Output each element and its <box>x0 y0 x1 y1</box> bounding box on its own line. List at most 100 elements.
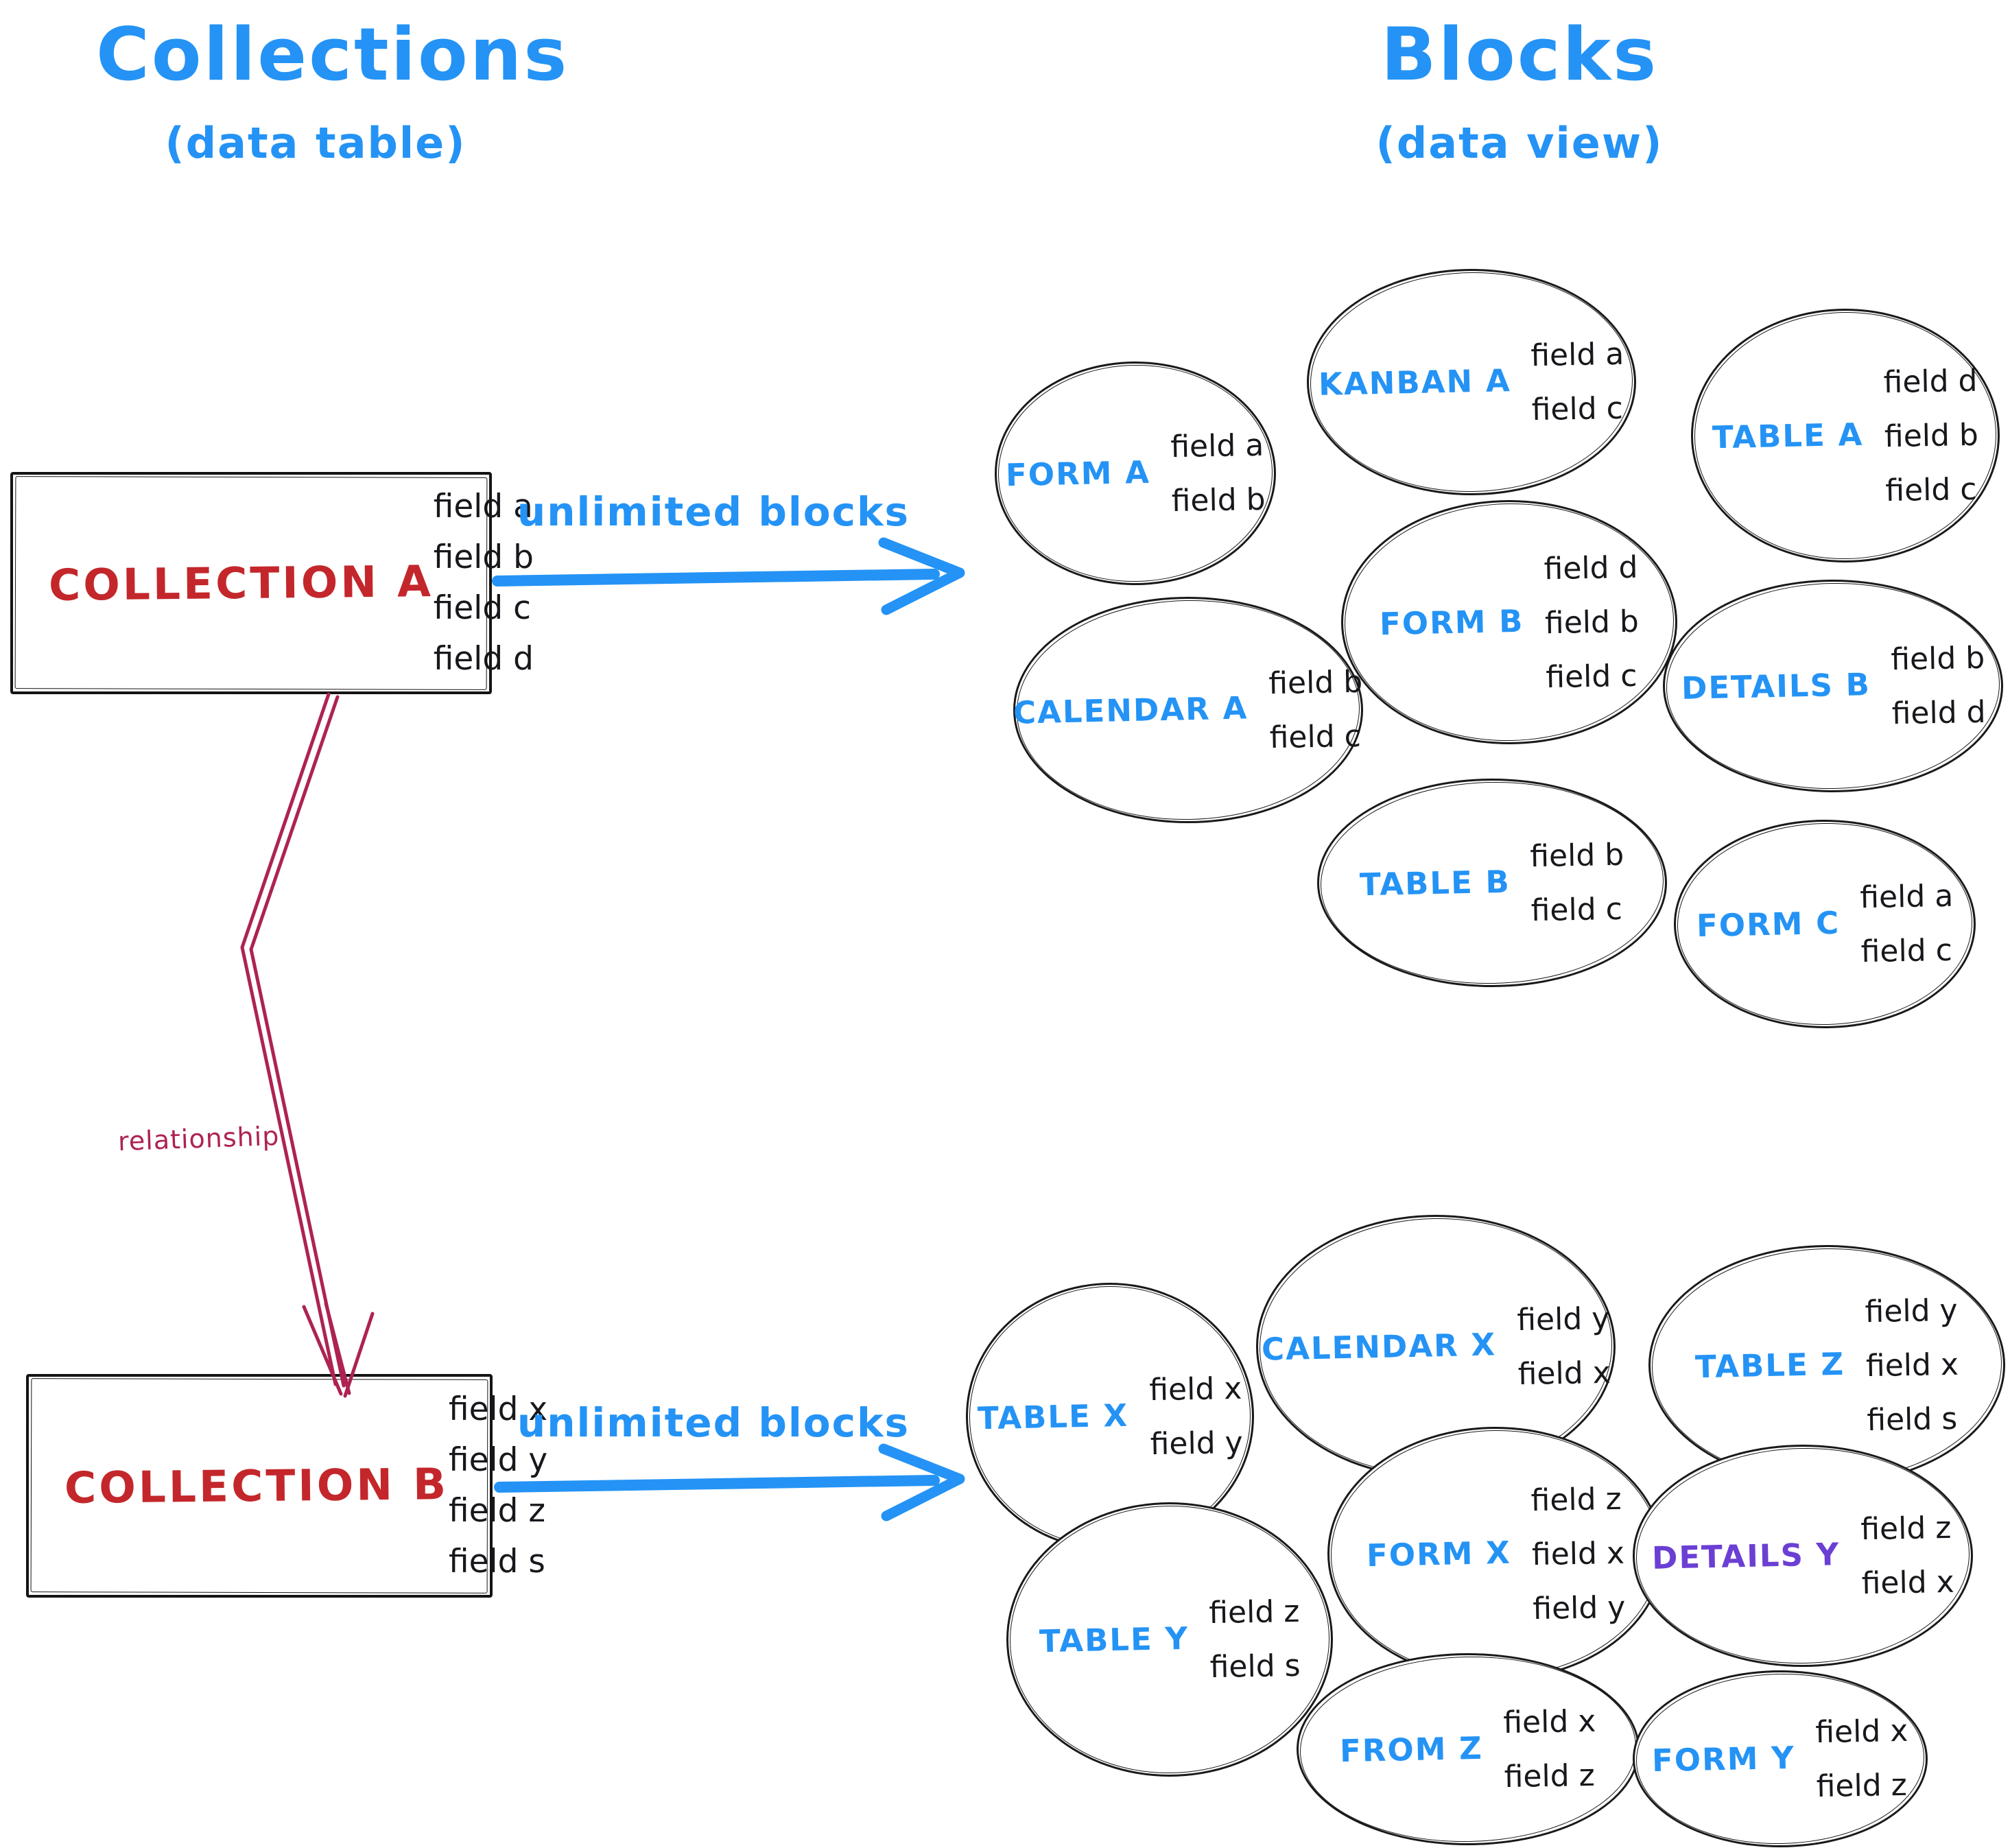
block-label: KANBAN A <box>1318 362 1511 403</box>
unlimited-blocks-arrow-top <box>492 537 965 615</box>
block-label: DETAILS Y <box>1651 1535 1841 1576</box>
block-fields: field y field x <box>1516 1292 1611 1401</box>
block-field: field x <box>1865 1347 1959 1384</box>
block-field: field s <box>1209 1648 1301 1685</box>
block-ellipse-form-c: FORM C field a field c <box>1674 820 1976 1028</box>
block-field: field c <box>1884 471 1977 508</box>
block-field: field x <box>1531 1535 1625 1572</box>
block-field: field c <box>1860 932 1952 970</box>
block-fields: field b field c <box>1268 655 1364 765</box>
block-field: field z <box>1504 1757 1596 1795</box>
block-ellipse-kanban-a: KANBAN A field a field c <box>1307 269 1636 495</box>
block-field: field d <box>1882 363 1978 400</box>
block-field: field x <box>1502 1703 1596 1741</box>
block-field: field b <box>1890 640 1985 678</box>
block-ellipse-form-b: FORM B field d field b field c <box>1341 500 1677 744</box>
block-ellipse-calendar-a: CALENDAR A field b field c <box>1013 597 1363 823</box>
unlimited-blocks-arrow-bottom <box>494 1443 965 1521</box>
block-field: field a <box>1859 878 1954 916</box>
block-field: field z <box>1816 1767 1908 1805</box>
collection-b-box: COLLECTION B field x field y field z fie… <box>26 1374 547 1598</box>
collection-field: field b <box>433 538 534 576</box>
collection-a-fields: field a field b field c field d <box>434 482 534 685</box>
block-field: field c <box>1268 718 1361 756</box>
block-fields: field a field c <box>1859 869 1954 979</box>
collection-b-name: COLLECTION B <box>64 1458 449 1513</box>
collection-field: field z <box>449 1492 546 1530</box>
unlimited-blocks-label-bottom: unlimited blocks <box>517 1399 910 1446</box>
block-label: CALENDAR X <box>1261 1325 1498 1368</box>
block-fields: field x field z <box>1503 1694 1598 1804</box>
collection-field: field s <box>449 1543 545 1580</box>
block-label: TABLE Y <box>1039 1620 1190 1659</box>
block-label: TABLE B <box>1359 863 1511 903</box>
block-fields: field d field b field c <box>1883 353 1980 517</box>
block-fields: field z field x field y <box>1530 1471 1626 1635</box>
block-field: field b <box>1268 664 1363 702</box>
block-fields: field b field d <box>1890 631 1986 741</box>
collection-field: field c <box>433 589 531 627</box>
block-field: field a <box>1170 427 1264 465</box>
block-field: field c <box>1531 390 1624 428</box>
block-ellipse-details-b: DETAILS B field b field d <box>1663 580 2003 792</box>
block-label: FORM A <box>1005 453 1151 493</box>
block-field: field y <box>1532 1589 1626 1626</box>
block-fields: field z field s <box>1209 1585 1301 1694</box>
block-fields: field x field y <box>1148 1362 1243 1471</box>
block-label: CALENDAR A <box>1013 689 1249 731</box>
block-fields: field d field b field c <box>1544 540 1640 704</box>
block-fields: field b field c <box>1530 828 1626 938</box>
block-ellipse-form-a: FORM A field a field b <box>995 362 1276 585</box>
block-label: FROM Z <box>1339 1729 1484 1769</box>
block-field: field z <box>1208 1594 1300 1631</box>
block-field: field c <box>1545 658 1637 695</box>
block-field: field b <box>1884 417 1978 454</box>
block-ellipse-form-x: FORM X field z field x field y <box>1327 1427 1664 1681</box>
collection-a-box: COLLECTION A field a field b field c fie… <box>10 472 534 694</box>
block-ellipse-table-b: TABLE B field b field c <box>1317 779 1667 987</box>
block-field: field y <box>1516 1301 1610 1338</box>
collection-b-fields: field x field y field z field s <box>449 1384 547 1587</box>
block-label: TABLE Z <box>1694 1345 1846 1385</box>
block-field: field b <box>1544 604 1640 641</box>
relationship-label: relationship <box>117 1120 281 1157</box>
block-fields: field y field x field s <box>1864 1283 1959 1447</box>
block-field: field d <box>1543 549 1638 587</box>
block-field: field c <box>1530 891 1623 929</box>
collection-field: field d <box>433 640 534 678</box>
collection-field: field y <box>449 1441 548 1479</box>
blocks-title: Blocks <box>1380 12 1659 97</box>
block-field: field x <box>1860 1564 1954 1602</box>
block-field: field z <box>1860 1510 1952 1548</box>
block-ellipse-from-z: FROM Z field x field z <box>1297 1653 1640 1845</box>
collection-field: field x <box>449 1390 548 1428</box>
block-ellipse-details-y: DETAILS Y field z field x <box>1633 1445 1973 1667</box>
block-field: field z <box>1530 1481 1622 1518</box>
block-fields: field a field c <box>1530 327 1626 437</box>
block-ellipse-table-a: TABLE A field d field b field c <box>1691 309 2000 562</box>
block-field: field d <box>1891 694 1986 732</box>
block-field: field s <box>1866 1401 1958 1438</box>
block-field: field x <box>1814 1713 1908 1751</box>
collection-a-name: COLLECTION A <box>48 556 434 611</box>
block-fields: field a field b <box>1170 418 1266 528</box>
unlimited-blocks-label-top: unlimited blocks <box>517 488 910 535</box>
collection-field: field a <box>433 488 533 525</box>
block-fields: field x field z <box>1814 1704 1909 1814</box>
block-ellipse-form-y: FORM Y field x field z <box>1633 1670 1928 1847</box>
block-ellipse-table-y: TABLE Y field z field s <box>1006 1502 1333 1777</box>
blocks-subtitle: (data view) <box>1375 118 1664 168</box>
block-field: field x <box>1517 1355 1611 1393</box>
block-label: DETAILS B <box>1681 665 1871 707</box>
block-field: field b <box>1530 837 1625 875</box>
block-field: field b <box>1171 482 1266 519</box>
block-field: field x <box>1148 1371 1242 1408</box>
block-label: FORM Y <box>1651 1739 1796 1779</box>
block-field: field y <box>1149 1425 1243 1462</box>
block-field: field a <box>1530 336 1625 374</box>
collections-title: Collections <box>96 12 569 97</box>
collections-subtitle: (data table) <box>165 118 466 168</box>
block-label: FORM X <box>1366 1534 1512 1574</box>
block-label: TABLE X <box>977 1397 1130 1436</box>
